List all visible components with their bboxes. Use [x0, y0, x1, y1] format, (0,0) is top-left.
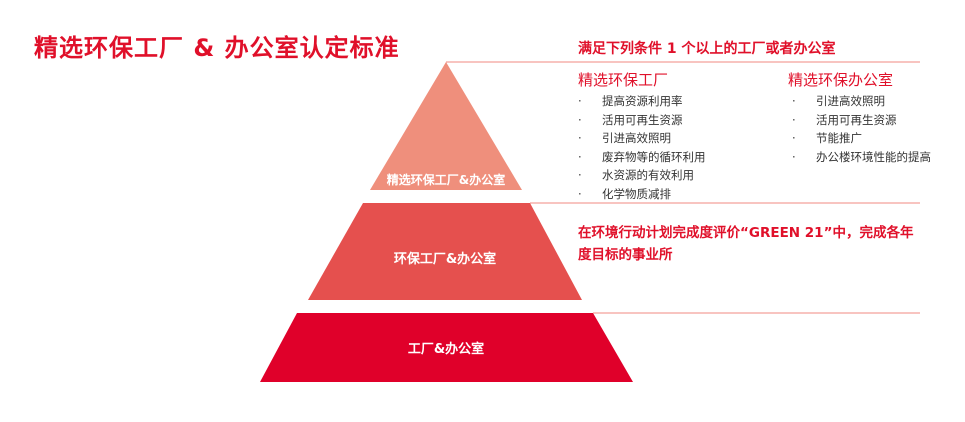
page-title: 精选环保工厂 & 办公室认定标准: [34, 34, 400, 62]
list-item: · 节能推广: [792, 129, 931, 148]
list-item-text: 活用可再生资源: [602, 112, 683, 127]
bullet: ·: [792, 131, 796, 145]
factory-list: · 提高资源利用率 · 活用可再生资源 · 引进高效照明 · 废弃物等的循环利用 · 水资…: [578, 92, 706, 203]
bullet: ·: [578, 168, 582, 182]
bullet: ·: [578, 149, 582, 164]
list-item: · 引进高效照明: [578, 129, 706, 148]
bullet: ·: [578, 94, 582, 108]
bullet: ·: [792, 112, 796, 127]
office-list: · 引进高效照明 · 活用可再生资源 · 节能推广 · 办公楼环境性能的提高: [792, 92, 931, 166]
green21-criteria: 在环境行动计划完成度评价“GREEN 21”中，完成各年度目标的事业所: [578, 225, 914, 263]
list-item: · 废弃物等的循环利用: [578, 148, 706, 167]
list-item-text: 废弃物等的循环利用: [602, 149, 706, 164]
bullet: ·: [792, 94, 796, 108]
office-heading: 精选环保办公室: [788, 71, 894, 89]
list-item: · 化学物质减排: [578, 185, 706, 204]
tier2-label: 环保工厂&办公室: [393, 252, 497, 267]
bullet: ·: [578, 186, 582, 201]
list-item-text: 提高资源利用率: [602, 94, 683, 108]
pyramid-tier-bottom: [260, 313, 633, 382]
list-item-text: 活用可再生资源: [816, 112, 897, 127]
list-item: · 水资源的有效利用: [578, 166, 706, 185]
list-item-text: 引进高效照明: [602, 131, 671, 145]
list-item: · 引进高效照明: [792, 92, 931, 111]
list-item-text: 办公楼环境性能的提高: [816, 149, 931, 164]
tier1-label: 精选环保工厂&办公室: [386, 173, 506, 187]
bullet: ·: [792, 149, 796, 164]
list-item: · 提高资源利用率: [578, 92, 706, 111]
factory-heading: 精选环保工厂: [578, 71, 669, 89]
list-item-text: 水资源的有效利用: [602, 168, 694, 182]
bullet: ·: [578, 131, 582, 145]
list-item-text: 节能推广: [816, 131, 862, 145]
pyramid-tier-middle: [308, 203, 582, 300]
list-item-text: 化学物质减排: [602, 186, 671, 201]
list-item-text: 引进高效照明: [816, 94, 885, 108]
list-item: · 活用可再生资源: [792, 111, 931, 130]
list-item: · 办公楼环境性能的提高: [792, 148, 931, 167]
condition-heading: 满足下列条件 1 个以上的工厂或者办公室: [578, 41, 836, 57]
pyramid-tier-top: [370, 62, 522, 190]
list-item: · 活用可再生资源: [578, 111, 706, 130]
tier3-label: 工厂&办公室: [407, 342, 485, 357]
bullet: ·: [578, 112, 582, 127]
